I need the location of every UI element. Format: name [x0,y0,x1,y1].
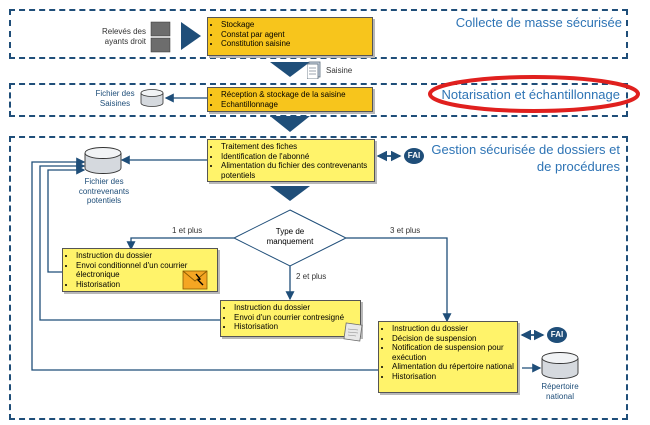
list-item: Identification de l'abonné [221,152,371,162]
repertoire-label: Répertoire national [541,382,579,401]
procedure-box-2: Instruction du dossier Envoi d'un courri… [220,300,361,337]
list-item: Constitution saisine [221,39,369,49]
source-arrow-triangle [181,22,201,50]
saisine-document-icon [307,61,321,79]
edge-3-et-plus [346,237,452,323]
feedback-box2 [39,161,220,321]
collecte-section [9,9,628,59]
list-item: Réception & stockage de la saisine [221,90,369,100]
procedure-box-2-list: Instruction du dossier Envoi d'un courri… [225,303,357,332]
procedure-box-3: Instruction du dossier Décision de suspe… [378,321,518,393]
traitement-box-list: Traitement des fiches Identification de … [212,142,371,180]
list-item: Historisation [76,280,188,290]
list-item: Alimentation du fichier des contrevenant… [221,161,371,180]
feedback-box1 [47,165,86,273]
down-arrow-1 [270,62,310,77]
letter-icon [343,322,363,342]
procedure-box-3-list: Instruction du dossier Décision de suspe… [383,324,514,381]
list-item: Traitement des fiches [221,142,371,152]
list-item: Echantillonnage [221,100,369,110]
source-square-2 [150,37,171,53]
source-label: Relevés des ayants droit [101,27,146,46]
collecte-title: Collecte de masse sécurisée [455,15,622,30]
gestion-section [9,136,628,420]
gestion-title: Gestion sécurisée de dossiers et de proc… [431,142,620,174]
procedure-box-1-list: Instruction du dossier Envoi conditionne… [67,251,188,289]
list-item: Instruction du dossier [234,303,357,313]
email-icon [182,270,208,290]
list-item: Instruction du dossier [392,324,514,334]
list-item: Stockage [221,20,369,30]
fai-icon-bottom: FAI [547,327,567,343]
list-item: Historisation [234,322,357,332]
list-item: Notification de suspension pour exécutio… [392,343,514,362]
feedback-box3 [31,157,378,371]
edge-label-3: 3 et plus [390,226,421,235]
down-arrow-3 [270,186,310,201]
list-item: Alimentation du répertoire national [392,362,514,372]
saisine-label: Saisine [326,66,353,75]
notarisation-box-list: Réception & stockage de la saisine Echan… [212,90,369,109]
repertoire-database-icon [541,352,579,379]
contrevenants-file-label: Fichier des contrevenants potentiels [78,177,130,205]
notarisation-title: Notarisation et échantillonnage [441,87,620,102]
notarisation-box: Réception & stockage de la saisine Echan… [207,87,373,112]
collecte-box-list: Stockage Constat par agent Constitution … [212,20,369,49]
list-item: Instruction du dossier [76,251,188,261]
fai-icon-top: FAI [404,148,424,164]
down-arrow-2 [270,116,310,132]
list-item: Décision de suspension [392,334,514,344]
decision-label: Type de manquement [266,227,314,246]
saisines-database-icon [140,89,164,107]
list-item: Historisation [392,372,514,382]
collecte-box: Stockage Constat par agent Constitution … [207,17,373,56]
contrevenants-database-icon [84,147,122,174]
traitement-box: Traitement des fiches Identification de … [207,139,375,182]
edge-1-et-plus [126,237,234,251]
list-item: Constat par agent [221,30,369,40]
list-item: Envoi d'un courrier contresigné [234,313,357,323]
edge-label-1: 1 et plus [172,226,203,235]
edge-label-2: 2 et plus [296,272,327,281]
saisines-file-label: Fichier des Saisines [95,89,135,108]
source-square-1 [150,21,171,37]
list-item: Envoi conditionnel d'un courrier électro… [76,261,188,280]
highlight-ellipse [428,75,640,113]
